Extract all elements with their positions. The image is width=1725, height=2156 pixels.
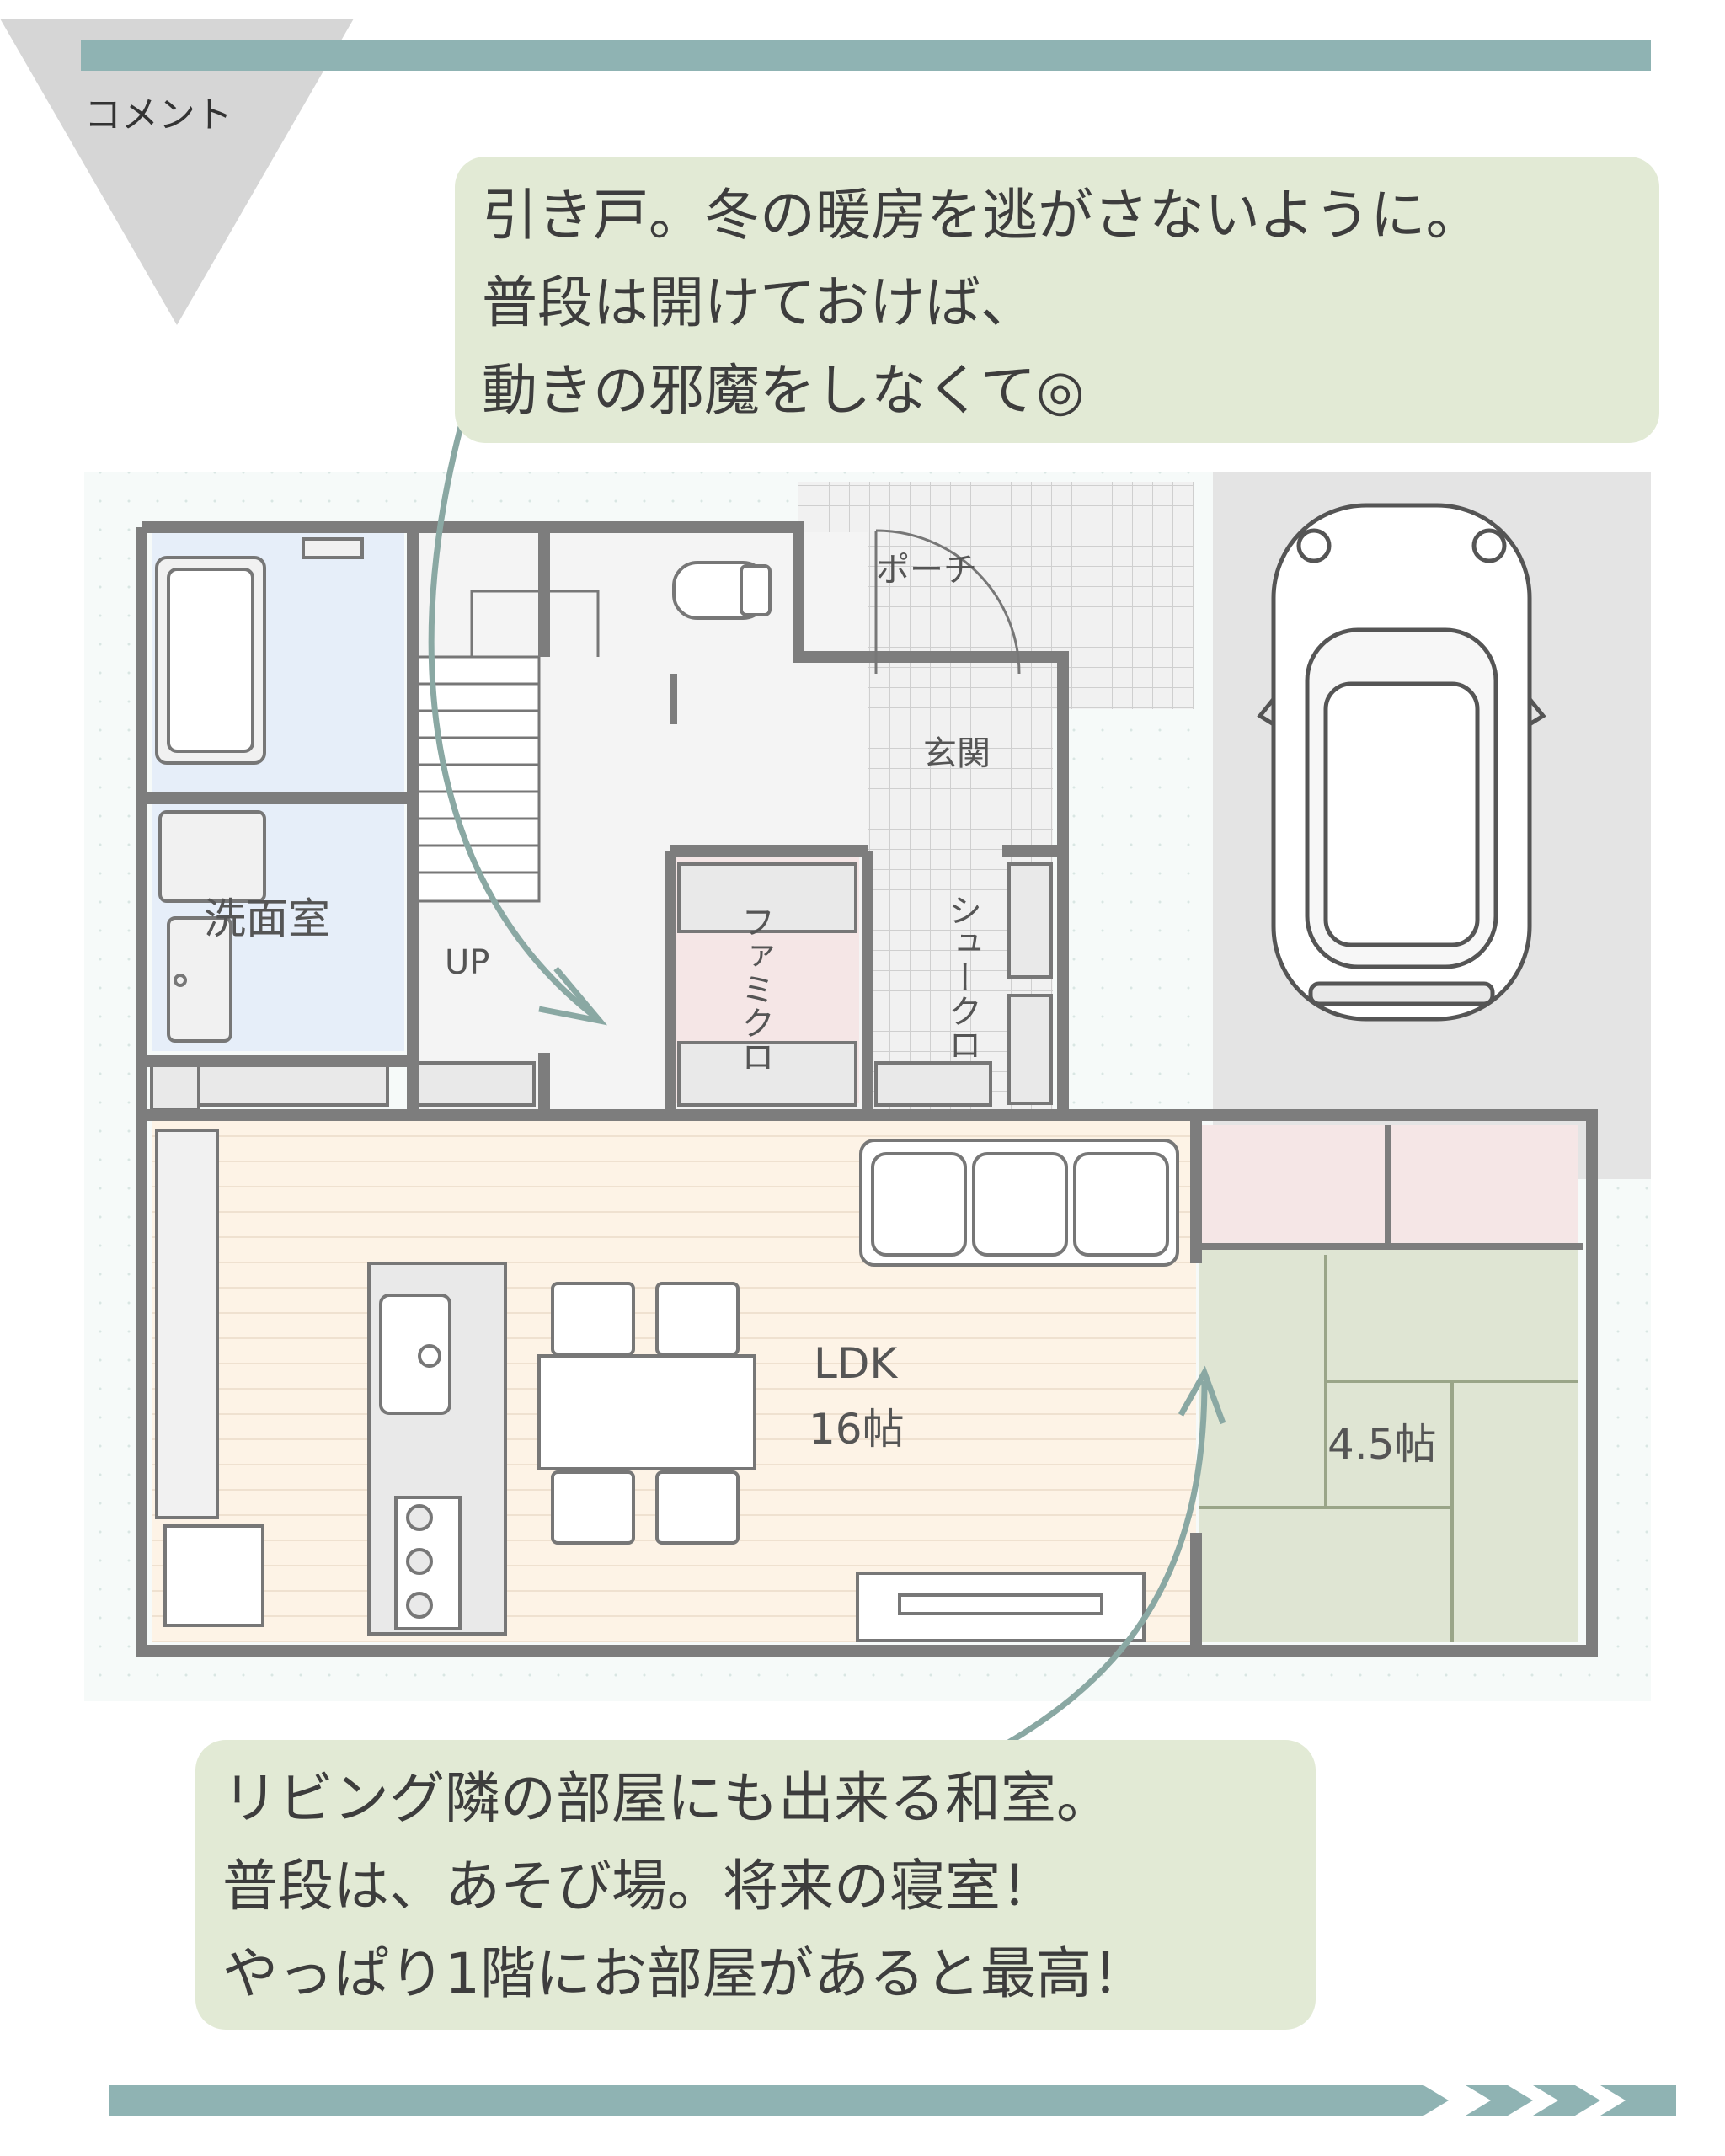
chevron-icon-1 [1466,2085,1533,2116]
walls [136,521,1598,1657]
label-washitsu-size: 4.5帖 [1327,1420,1437,1469]
comment-tag-label: コメント [84,93,232,136]
arrow-to-washitsu [975,1380,1208,1764]
footer-bar [109,2085,1676,2116]
tatami-seams [1199,1255,1578,1642]
chevron-icon-2 [1533,2085,1600,2116]
arrow-head-bottom [1178,1365,1226,1425]
tv-board [856,1572,1146,1642]
dining-set [537,1282,756,1545]
header-graphics [0,19,1651,325]
sofa [859,1139,1179,1267]
callout-bottom-line-3: やっぱり1階にお部屋があると最高！ [222,1941,1147,2006]
callout-bottom-line-2: 普段は、あそび場。将来の寝室！ [222,1854,1056,1919]
bath-fixtures [155,537,364,1043]
arrow-head-top [538,966,608,1026]
label-ldk: LDK [814,1339,898,1388]
interior-thin-walls [670,674,1583,1250]
toilet-fixture [672,561,772,620]
label-ldk-size: 16帖 [809,1405,905,1454]
callout-top-line-3: 動きの邪魔をしなくて◎ [482,358,1085,423]
callout-top-line-1: 引き戸。冬の暖房を逃がさないように。 [482,183,1482,248]
bottom-accent-bar [109,2085,1423,2116]
label-shoe-closet: シュークロ [943,893,981,1061]
closet-shelves [150,862,1053,1112]
label-porch: ポーチ [876,551,977,590]
car-icon [1257,503,1546,1022]
porch-door-swing [875,529,1021,675]
corner-triangle [0,19,354,325]
washitsu-floor [1199,1246,1578,1642]
label-family-closet: ファミクロ [735,905,774,1073]
arrow-to-sliding-door [428,386,601,1022]
label-entrance: 玄関 [923,734,991,773]
callout-top-line-2: 普段は開けておけば、 [482,270,1037,335]
top-accent-bar [81,40,1651,71]
label-washroom: 洗面室 [204,894,330,943]
bar-arrow-tip [1423,2085,1449,2116]
chevron-icon-3 [1600,2085,1676,2116]
kitchen-counter [155,1129,507,1636]
callout-sliding-door: 引き戸。冬の暖房を逃がさないように。 普段は開けておけば、 動きの邪魔をしなくて… [455,157,1659,443]
label-stairs-up: UP [445,943,489,982]
callout-bottom-line-1: リビング隣の部屋にも出来る和室。 [222,1766,1112,1831]
callout-washitsu: リビング隣の部屋にも出来る和室。 普段は、あそび場。将来の寝室！ やっぱり1階に… [195,1740,1316,2030]
